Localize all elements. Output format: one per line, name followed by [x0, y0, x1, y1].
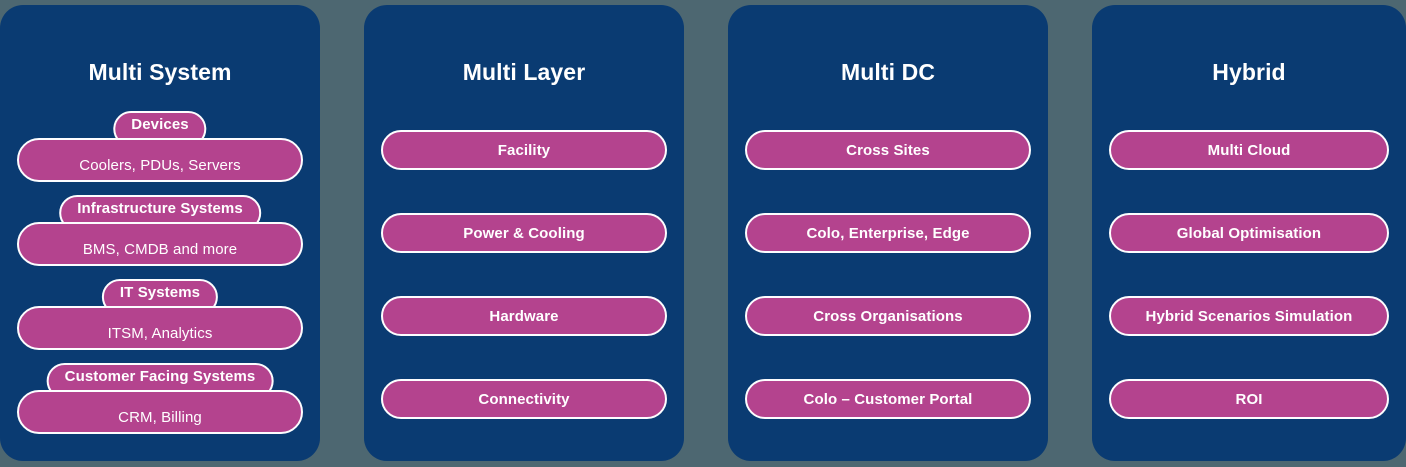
cloud-pill-customer-facing-systems[interactable]: Customer Facing Systems Customer Facing … — [17, 363, 303, 434]
cloud-pill-body: IT Systems ITSM, Analytics — [17, 306, 303, 350]
cloud-pill-stack-multi-system: Devices Devices Coolers, PDUs, Servers I… — [17, 111, 303, 434]
panel-multi-system: Multi System Devices Devices Coolers, PD… — [0, 5, 320, 461]
cloud-pill-infrastructure-systems[interactable]: Infrastructure Systems Infrastructure Sy… — [17, 195, 303, 266]
pill-stack-multi-layer: Facility Power & Cooling Hardware Connec… — [381, 130, 667, 419]
panel-title-multi-dc: Multi DC — [840, 59, 936, 86]
cloud-pill-body: Devices Coolers, PDUs, Servers — [17, 138, 303, 182]
pill-hybrid-scenarios-simulation[interactable]: Hybrid Scenarios Simulation — [1109, 296, 1389, 336]
panel-title-hybrid: Hybrid — [1212, 59, 1286, 86]
cloud-pill-subtitle: BMS, CMDB and more — [82, 241, 238, 258]
pill-roi[interactable]: ROI — [1109, 379, 1389, 419]
cloud-pill-subtitle: Coolers, PDUs, Servers — [79, 157, 241, 174]
cloud-pill-body-inner: Devices Coolers, PDUs, Servers — [79, 157, 240, 175]
pill-stack-multi-dc: Cross Sites Colo, Enterprise, Edge Cross… — [745, 130, 1031, 419]
pill-stack-hybrid: Multi Cloud Global Optimisation Hybrid S… — [1109, 130, 1389, 419]
pill-cross-organisations[interactable]: Cross Organisations — [745, 296, 1031, 336]
cloud-pill-title: Devices — [131, 116, 189, 133]
cloud-pill-title: IT Systems — [119, 284, 201, 301]
cloud-pill-body: Customer Facing Systems CRM, Billing — [17, 390, 303, 434]
panel-multi-dc: Multi DC Cross Sites Colo, Enterprise, E… — [728, 5, 1048, 461]
cloud-pill-subtitle: ITSM, Analytics — [107, 325, 213, 342]
panel-title-multi-system: Multi System — [88, 59, 232, 86]
pill-connectivity[interactable]: Connectivity — [381, 379, 667, 419]
pill-power-and-cooling[interactable]: Power & Cooling — [381, 213, 667, 253]
panel-title-multi-layer: Multi Layer — [462, 59, 586, 86]
cloud-pill-body-inner: Customer Facing Systems CRM, Billing — [66, 409, 254, 427]
panel-multi-layer: Multi Layer Facility Power & Cooling Har… — [364, 5, 684, 461]
pill-colo-customer-portal[interactable]: Colo – Customer Portal — [745, 379, 1031, 419]
panel-hybrid: Hybrid Multi Cloud Global Optimisation H… — [1092, 5, 1406, 461]
pill-multi-cloud[interactable]: Multi Cloud — [1109, 130, 1389, 170]
cloud-pill-subtitle: CRM, Billing — [118, 409, 202, 426]
pill-global-optimisation[interactable]: Global Optimisation — [1109, 213, 1389, 253]
cloud-pill-devices[interactable]: Devices Devices Coolers, PDUs, Servers — [17, 111, 303, 182]
cloud-pill-body: Infrastructure Systems BMS, CMDB and mor… — [17, 222, 303, 266]
pill-hardware[interactable]: Hardware — [381, 296, 667, 336]
cloud-pill-body-inner: IT Systems ITSM, Analytics — [108, 325, 213, 343]
cloud-pill-title: Infrastructure Systems — [77, 200, 243, 217]
pill-colo-enterprise-edge[interactable]: Colo, Enterprise, Edge — [745, 213, 1031, 253]
pill-cross-sites[interactable]: Cross Sites — [745, 130, 1031, 170]
pill-facility[interactable]: Facility — [381, 130, 667, 170]
cloud-pill-body-inner: Infrastructure Systems BMS, CMDB and mor… — [78, 241, 241, 259]
cloud-pill-title: Customer Facing Systems — [64, 368, 256, 385]
cloud-pill-it-systems[interactable]: IT Systems IT Systems ITSM, Analytics — [17, 279, 303, 350]
